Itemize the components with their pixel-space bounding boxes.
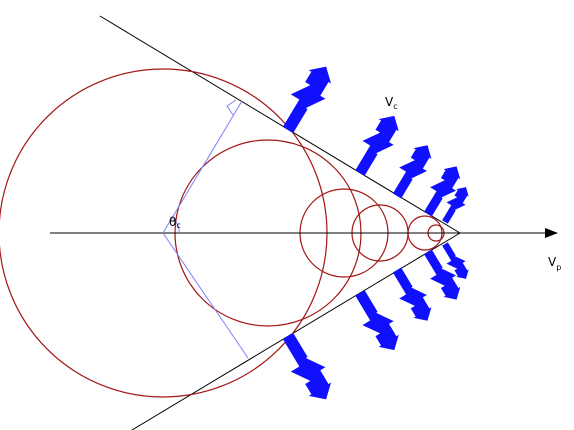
- radius-lines: [162, 99, 249, 359]
- cone-upper-line: [99, 15, 461, 234]
- radius-line-lower: [162, 232, 249, 359]
- particle-axis: [50, 228, 558, 238]
- particle-velocity-label: Vp: [548, 255, 561, 272]
- zigzag-arrow-icon: [386, 138, 439, 203]
- zigzag-arrow-icon: [274, 58, 340, 139]
- arrowhead-icon: [545, 228, 558, 238]
- radius-line-upper: [162, 100, 243, 234]
- zigzag-arrow-icon: [386, 263, 439, 328]
- right-angle-icon: [226, 99, 237, 116]
- cone-lower-line: [131, 232, 461, 430]
- angle-label: θc: [169, 215, 181, 230]
- wave-velocity-label: Vc: [385, 95, 398, 111]
- zigzag-arrow-icon: [274, 327, 340, 408]
- zigzag-arrow-icon: [347, 285, 407, 358]
- angle-arc-icon: [171, 217, 180, 234]
- zigzag-arrow-icon: [347, 108, 407, 181]
